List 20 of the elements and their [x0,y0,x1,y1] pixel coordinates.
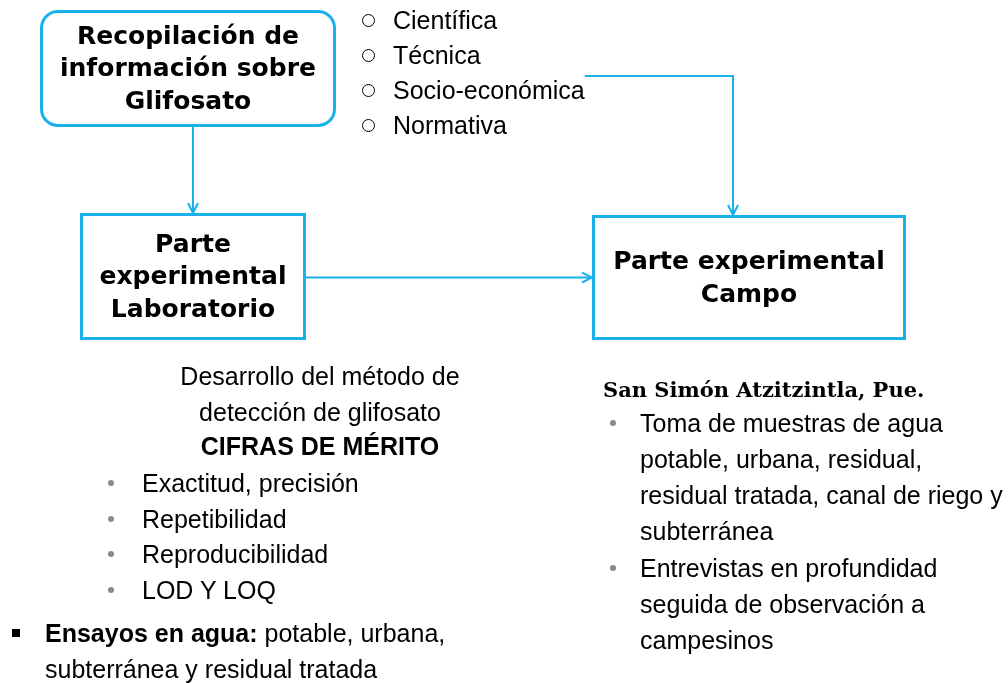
text: Toma de muestras de agua potable, urbana, residual, residual tratada, canal de riego y subterránea [640,408,1004,547]
heading: San Simón Atzitzintla, Pue. [603,376,926,404]
arrow [187,126,199,214]
text: Desarrollo del método de detección de glifosato [179,361,461,428]
list-item: Normativa [393,110,507,141]
text: Ensayos en agua: potable, urbana, subterránea y residual tratada [45,618,447,683]
list-item: Técnica [393,40,481,71]
heading: CIFRAS DE MÉRITO [199,431,441,462]
arrow [583,75,739,216]
rounded-box: Recopilación de información sobre Glifosato [40,10,336,127]
text: LOD Y LOQ [142,575,277,606]
text: Entrevistas en profundidad seguida de observación a campesinos [640,553,939,656]
arrow [305,271,593,284]
text: Exactitud, precisión [142,468,360,499]
text: Reproducibilidad [142,539,330,570]
text: Repetibilidad [142,504,288,535]
process-box: Parte experimental Campo [592,215,906,340]
list-item: Científica [393,5,498,36]
process-box: Parte experimental Laboratorio [80,213,306,340]
list-item: Socio-económica [393,75,585,106]
